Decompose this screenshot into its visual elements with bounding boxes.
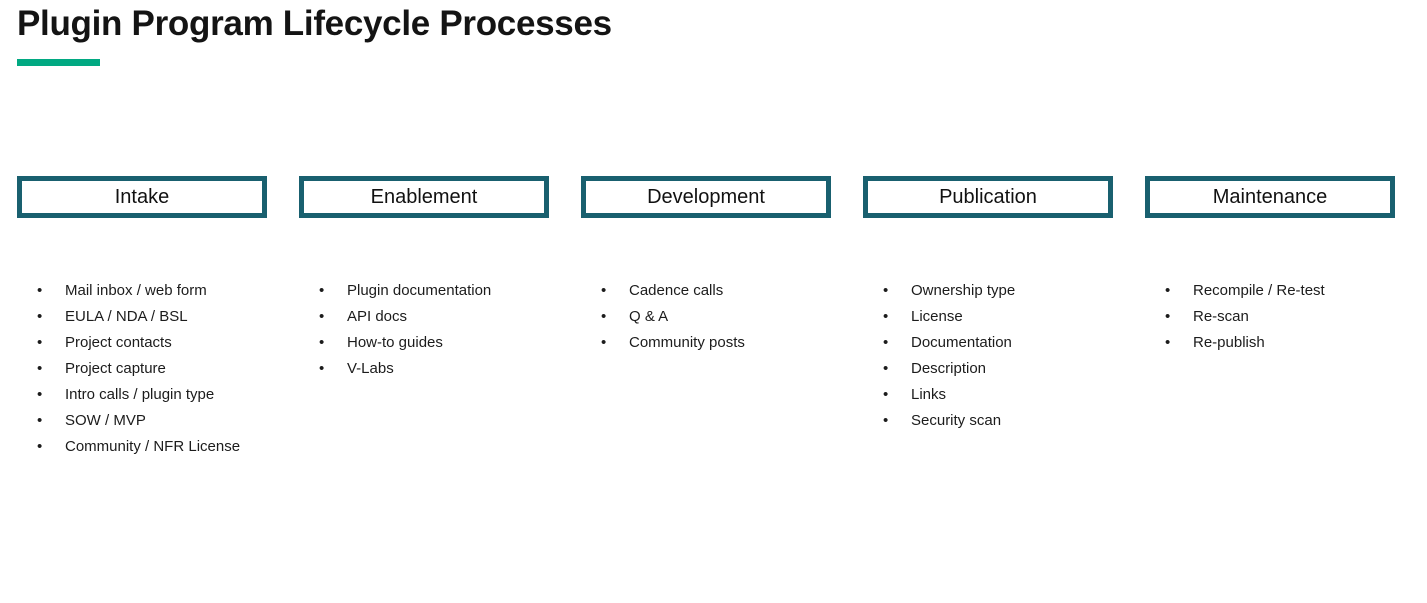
list-item-text: Project contacts bbox=[65, 334, 172, 351]
bullet-dot-icon: • bbox=[37, 308, 43, 325]
list-item: • Q & A bbox=[581, 304, 831, 330]
list-item-text: API docs bbox=[347, 308, 408, 325]
bullet-dot-icon: • bbox=[1165, 334, 1171, 351]
list-item: • Documentation bbox=[863, 330, 1113, 356]
list-item-text: SOW / MVP bbox=[65, 412, 146, 429]
bullet-dot-icon: • bbox=[37, 386, 43, 403]
list-item: • EULA / NDA / BSL bbox=[17, 304, 267, 330]
list-item: • Security scan bbox=[863, 408, 1113, 434]
list-item-text: Cadence calls bbox=[629, 282, 724, 299]
bullet-dot-icon: • bbox=[319, 308, 325, 325]
bullet-dot-icon: • bbox=[37, 360, 43, 377]
list-item-text: Re-scan bbox=[1193, 308, 1249, 325]
list-item: • API docs bbox=[299, 304, 549, 330]
bullet-dot-icon: • bbox=[601, 334, 607, 351]
stage-header-development: Development bbox=[581, 176, 831, 218]
list-item-text: Links bbox=[911, 386, 947, 403]
bullet-dot-icon: • bbox=[883, 412, 889, 429]
bullet-dot-icon: • bbox=[883, 360, 889, 377]
list-item-text: Recompile / Re-test bbox=[1193, 282, 1325, 299]
list-item: • Plugin documentation bbox=[299, 278, 549, 304]
list-item-text: Security scan bbox=[911, 412, 1002, 429]
list-item-text: Description bbox=[911, 360, 987, 377]
stage-item-list-maintenance: • Recompile / Re-test • Re-scan • Re-publish bbox=[1145, 278, 1395, 356]
stage-header-enablement: Enablement bbox=[299, 176, 549, 218]
bullet-dot-icon: • bbox=[319, 334, 325, 351]
list-item: • Project contacts bbox=[17, 330, 267, 356]
list-item: • SOW / MVP bbox=[17, 408, 267, 434]
list-item: • Cadence calls bbox=[581, 278, 831, 304]
bullet-dot-icon: • bbox=[883, 334, 889, 351]
list-item: • Recompile / Re-test bbox=[1145, 278, 1395, 304]
bullet-dot-icon: • bbox=[883, 282, 889, 299]
list-item: • Community posts bbox=[581, 330, 831, 356]
list-item-text: Documentation bbox=[911, 334, 1012, 351]
list-item-text: V-Labs bbox=[347, 360, 394, 377]
bullet-dot-icon: • bbox=[37, 438, 43, 455]
stage-header-maintenance: Maintenance bbox=[1145, 176, 1395, 218]
bullet-dot-icon: • bbox=[319, 282, 325, 299]
list-item-text: Project capture bbox=[65, 360, 166, 377]
list-item: • V-Labs bbox=[299, 356, 549, 382]
title-underline-accent bbox=[17, 59, 100, 66]
bullet-dot-icon: • bbox=[319, 360, 325, 377]
stage-label: Maintenance bbox=[1212, 185, 1328, 208]
bullet-dot-icon: • bbox=[601, 308, 607, 325]
stage-item-list-publication: • Ownership type • License • Documentation • De… bbox=[863, 278, 1113, 434]
list-item: • Links bbox=[863, 382, 1113, 408]
bullet-dot-icon: • bbox=[37, 412, 43, 429]
list-item: • How-to guides bbox=[299, 330, 549, 356]
list-item: • Project capture bbox=[17, 356, 267, 382]
list-item-text: Intro calls / plugin type bbox=[65, 386, 215, 403]
list-item-text: Plugin documentation bbox=[347, 282, 492, 299]
stage-item-list-development: • Cadence calls • Q & A • Community posts bbox=[581, 278, 831, 356]
stage-label: Development bbox=[647, 185, 765, 208]
bullet-dot-icon: • bbox=[37, 334, 43, 351]
list-item-text: Re-publish bbox=[1193, 334, 1265, 351]
list-item: • Intro calls / plugin type bbox=[17, 382, 267, 408]
column-development: Development • Cadence calls • Q & A • Communi… bbox=[581, 176, 831, 460]
list-item-text: Ownership type bbox=[911, 282, 1016, 299]
list-item-text: Mail inbox / web form bbox=[65, 282, 207, 299]
list-item-text: Community posts bbox=[629, 334, 745, 351]
stage-item-list-enablement: • Plugin documentation • API docs • How-to gu… bbox=[299, 278, 549, 382]
bullet-dot-icon: • bbox=[1165, 282, 1171, 299]
list-item-text: EULA / NDA / BSL bbox=[65, 308, 188, 325]
stage-header-publication: Publication bbox=[863, 176, 1113, 218]
stage-label: Intake bbox=[114, 185, 170, 208]
list-item: • Re-scan bbox=[1145, 304, 1395, 330]
column-maintenance: Maintenance • Recompile / Re-test • Re-scan… bbox=[1145, 176, 1395, 460]
list-item-text: How-to guides bbox=[347, 334, 443, 351]
bullet-dot-icon: • bbox=[883, 308, 889, 325]
stage-label: Publication bbox=[939, 185, 1037, 208]
bullet-dot-icon: • bbox=[601, 282, 607, 299]
bullet-dot-icon: • bbox=[37, 282, 43, 299]
list-item-text: Q & A bbox=[629, 308, 669, 325]
column-publication: Publication • Ownership type • License • Docu… bbox=[863, 176, 1113, 460]
stage-header-intake: Intake bbox=[17, 176, 267, 218]
column-intake: Intake • Mail inbox / web form • EULA / NDA… bbox=[17, 176, 267, 460]
bullet-dot-icon: • bbox=[1165, 308, 1171, 325]
stage-label: Enablement bbox=[370, 185, 478, 208]
list-item-text: License bbox=[911, 308, 963, 325]
page-title: Plugin Program Lifecycle Processes bbox=[17, 4, 612, 43]
bullet-dot-icon: • bbox=[883, 386, 889, 403]
list-item: • Re-publish bbox=[1145, 330, 1395, 356]
list-item: • Description bbox=[863, 356, 1113, 382]
column-enablement: Enablement • Plugin documentation • API doc… bbox=[299, 176, 549, 460]
list-item: • License bbox=[863, 304, 1113, 330]
stage-item-list-intake: •Mail inbox / web form•EULA / NDA / BSL•… bbox=[17, 278, 267, 460]
list-item: • Ownership type bbox=[863, 278, 1113, 304]
list-item-text: Community / NFR License bbox=[65, 438, 241, 455]
list-item: • Mail inbox / web form bbox=[17, 278, 267, 304]
list-item: • Community / NFR License bbox=[17, 434, 267, 460]
lifecycle-columns: Intake • Mail inbox / web form • EULA / NDA… bbox=[17, 176, 1395, 460]
